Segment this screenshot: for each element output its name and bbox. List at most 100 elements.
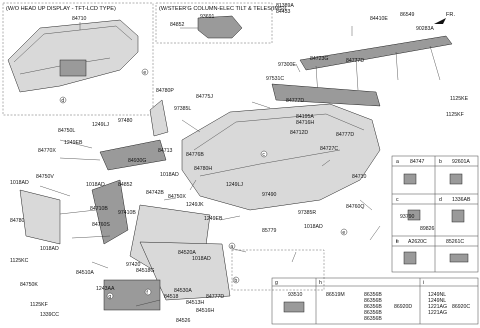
part-label: 84750X	[168, 194, 186, 200]
callout-letter: d	[61, 98, 64, 104]
part-label: 81389A	[276, 3, 294, 9]
callout-letter: f	[146, 290, 148, 296]
hud-inset-frame	[2, 2, 154, 116]
part-label: 84780H	[194, 166, 212, 172]
part-label: 84777D	[336, 132, 354, 138]
legend-part-number: 93510	[288, 292, 303, 298]
legend-part-number: 86920C	[452, 304, 470, 310]
legend-letter: g	[275, 280, 278, 286]
legend-part-a	[403, 173, 417, 185]
lower-panel-left	[91, 179, 129, 245]
part-label: 97420	[126, 262, 141, 268]
legend-part-f	[403, 251, 417, 265]
part-label: 84518G	[136, 268, 154, 274]
callout-letter: c	[262, 152, 265, 158]
part-label: 97410B	[118, 210, 136, 216]
part-label: 84760Q	[346, 204, 364, 210]
part-label: 84930G	[128, 158, 146, 164]
legend-part-number: 1221AG	[428, 310, 447, 316]
legend-part-number: 84747	[410, 159, 425, 165]
legend-part-number: 86356B	[364, 298, 382, 304]
main-crash-pad	[181, 83, 381, 211]
steering-cover-part	[197, 15, 243, 39]
part-label: 84713	[158, 148, 173, 154]
cargo-net	[231, 249, 325, 291]
crash-pad-contour	[193, 113, 365, 177]
cross-bar-beam	[299, 35, 453, 71]
part-label: 84433	[276, 9, 291, 15]
part-label: 84770X	[38, 148, 56, 154]
part-label: 84852	[170, 22, 185, 28]
legend-letter: d	[439, 197, 442, 203]
legend-part-number: 1249NL	[428, 292, 446, 298]
part-label: 1339CC	[40, 312, 59, 318]
part-label: 84780P	[156, 88, 174, 94]
steering-inset-frame	[155, 2, 273, 44]
part-label: 84780	[10, 218, 25, 224]
legend-part-b	[449, 173, 463, 185]
legend-part-number: 92601A	[452, 159, 470, 165]
front-direction-marker: FR.	[434, 12, 455, 24]
legend-part-number: 1221AG	[428, 304, 447, 310]
legend-grid: a 84747 b 92601A c d 1336AB e 89826 9379…	[391, 155, 479, 273]
part-label: 97480	[118, 118, 133, 124]
legend-part-number: 1336AB	[452, 197, 471, 203]
part-label: 1018AD	[10, 180, 29, 186]
part-label: 84750L	[58, 128, 75, 134]
part-label: 84195A	[296, 114, 314, 120]
steering-inset-title: (W/STEER'G COLUMN-ELEC TILT & TELES(IMS)…	[159, 6, 287, 12]
legend-part-g	[283, 301, 305, 313]
hud-inset-title: (W/O HEAD UP DISPLAY - TFT-LCD TYPE)	[6, 6, 116, 12]
left-trim-parts	[19, 99, 325, 311]
part-label: 84723G	[310, 56, 328, 62]
part-label: 84526	[176, 318, 191, 324]
legend-part-number: A2620C	[408, 239, 427, 245]
legend-part-number: 86356B	[364, 304, 382, 310]
legend-bottom-frame	[271, 277, 479, 325]
callout-letter: b	[234, 278, 237, 284]
part-label: 1018AD	[304, 224, 323, 230]
part-label: 84710	[352, 174, 367, 180]
part-label: 1249EB	[204, 216, 223, 222]
legend-part-number: 1249NL	[428, 298, 446, 304]
part-label: 1018AD	[192, 256, 211, 262]
center-fascia-upper	[99, 139, 167, 171]
part-label: 84777D	[286, 98, 304, 104]
part-label: 1125KF	[30, 302, 48, 308]
legend-bottom-dividers	[272, 278, 478, 324]
part-label: 97385R	[298, 210, 316, 216]
inset-cluster-opening	[59, 59, 87, 77]
front-label: FR.	[446, 12, 455, 18]
callout-letter: a	[230, 244, 233, 250]
part-label: 1249JK	[186, 202, 204, 208]
callout-letter: e	[342, 230, 345, 236]
part-label: 97300E	[278, 62, 296, 68]
legend-part-number: 86519M	[326, 292, 345, 298]
legend-letter: h	[319, 280, 322, 286]
legend-part-number: 86920D	[394, 304, 412, 310]
part-label: 84742B	[146, 190, 164, 196]
part-label: 84712D	[290, 130, 308, 136]
part-label: 1243AA	[96, 286, 115, 292]
part-label: 84520A	[178, 250, 196, 256]
legend-part-number: 85261C	[446, 239, 464, 245]
legend-bottom-row: g 93510 h 86519M 86356B 86356B 86356B 86…	[271, 277, 479, 325]
part-label: 84727C	[320, 146, 338, 152]
part-label: 84716H	[296, 120, 314, 126]
legend-letter: a	[396, 159, 399, 165]
part-label: 97531C	[266, 76, 284, 82]
part-label: 93691	[200, 14, 215, 20]
legend-letter: f	[396, 239, 398, 245]
part-label: 1018AD	[160, 172, 179, 178]
air-duct-part	[271, 83, 381, 107]
part-label: 84710	[72, 16, 87, 22]
legend-dividers	[392, 156, 478, 272]
part-label: 1018AD	[86, 182, 105, 188]
part-label: 84530A	[174, 288, 192, 294]
legend-part-number: 93790	[400, 214, 415, 220]
part-label: 84516H	[196, 308, 214, 314]
part-label: 84775J	[196, 94, 213, 100]
cross-bar-brackets	[315, 45, 441, 97]
callout-letter: g	[108, 294, 111, 300]
hud-inset-box: (W/O HEAD UP DISPLAY - TFT-LCD TYPE)	[2, 2, 154, 116]
